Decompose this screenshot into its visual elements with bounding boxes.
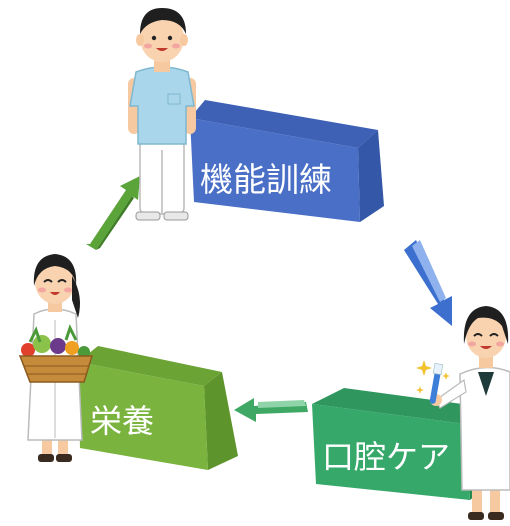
arrow-koukuu-to-eiyou bbox=[234, 398, 308, 422]
box-label-koukuu-care: 口腔ケア bbox=[322, 438, 450, 476]
arrow-shadow bbox=[96, 196, 134, 250]
ear-left bbox=[136, 34, 144, 46]
box-side-face bbox=[204, 372, 238, 470]
box-label-eiyou: 栄養 bbox=[90, 402, 154, 440]
cheek-left bbox=[38, 287, 46, 293]
sparkle-icon bbox=[416, 360, 450, 394]
toothbrush-handle bbox=[429, 372, 441, 404]
box-label-kinou-kunren: 機能訓練 bbox=[200, 160, 332, 199]
eye-left bbox=[151, 35, 157, 41]
face bbox=[140, 14, 184, 62]
cheek-left bbox=[468, 341, 476, 347]
sparkle bbox=[416, 360, 432, 376]
arrow-shape bbox=[404, 240, 452, 326]
cabbage bbox=[33, 335, 51, 353]
eggplant bbox=[50, 338, 66, 354]
lab-coat bbox=[459, 366, 510, 491]
raised-arm bbox=[435, 378, 467, 409]
vegetable-basket bbox=[18, 324, 94, 383]
mouth bbox=[156, 48, 168, 51]
basket-body bbox=[18, 355, 94, 383]
leg-left bbox=[472, 490, 482, 514]
shoe-right bbox=[163, 211, 189, 221]
box-top-face bbox=[190, 100, 378, 148]
shirt bbox=[129, 66, 195, 145]
box-kinou-kunren: 機能訓練 bbox=[190, 100, 384, 222]
eye-right bbox=[489, 333, 499, 337]
collar bbox=[478, 372, 494, 396]
hair bbox=[140, 8, 186, 34]
leaves bbox=[28, 324, 78, 343]
box-eiyou: 栄養 bbox=[78, 346, 238, 470]
cheek-left bbox=[144, 43, 152, 49]
arrow-shape bbox=[86, 176, 140, 250]
eye-right bbox=[167, 35, 173, 41]
ear-right bbox=[180, 34, 188, 46]
cheek-right bbox=[496, 341, 504, 347]
face bbox=[35, 260, 75, 304]
box-koukuu-care: 口腔ケア bbox=[312, 388, 492, 500]
box-top-face bbox=[78, 346, 222, 386]
sparkle bbox=[416, 386, 424, 394]
broccoli bbox=[78, 346, 90, 358]
leg-right bbox=[58, 434, 68, 458]
leg-left bbox=[42, 434, 52, 458]
ponytail bbox=[72, 276, 80, 318]
cheek-right bbox=[64, 287, 72, 293]
eye-right bbox=[57, 279, 67, 283]
shoe-right bbox=[56, 454, 72, 462]
tomato bbox=[21, 343, 35, 357]
leg-right bbox=[490, 490, 500, 514]
box-front-face bbox=[78, 362, 208, 470]
pepper bbox=[65, 341, 79, 355]
shoe-left bbox=[468, 512, 484, 520]
sparkle bbox=[442, 372, 450, 380]
arrow-kinou-to-koukuu bbox=[404, 240, 452, 326]
shirt-pocket bbox=[167, 93, 181, 105]
box-top-face bbox=[312, 388, 492, 424]
shoe-right bbox=[488, 512, 504, 520]
mouth bbox=[480, 346, 492, 349]
physical-therapist-illustration bbox=[128, 8, 196, 221]
mouth bbox=[50, 292, 60, 295]
arrow-highlight bbox=[258, 400, 306, 408]
arrow-highlight bbox=[412, 240, 446, 302]
dietitian-illustration bbox=[18, 254, 94, 462]
hair bbox=[33, 254, 77, 286]
hair bbox=[463, 306, 509, 344]
face bbox=[466, 314, 506, 358]
toothbrush-icon bbox=[429, 363, 444, 404]
eye-left bbox=[43, 279, 53, 283]
box-front-face bbox=[312, 404, 470, 500]
box-side-face bbox=[358, 130, 384, 222]
arrow-eiyou-to-kinou bbox=[86, 176, 140, 250]
dental-hygienist-illustration bbox=[416, 306, 510, 520]
box-front-face bbox=[190, 118, 360, 222]
cheek-right bbox=[172, 43, 180, 49]
eye-left bbox=[473, 333, 483, 337]
toothbrush-bristles bbox=[432, 363, 444, 375]
shoe-left bbox=[38, 454, 54, 462]
shoe-left bbox=[135, 211, 161, 221]
